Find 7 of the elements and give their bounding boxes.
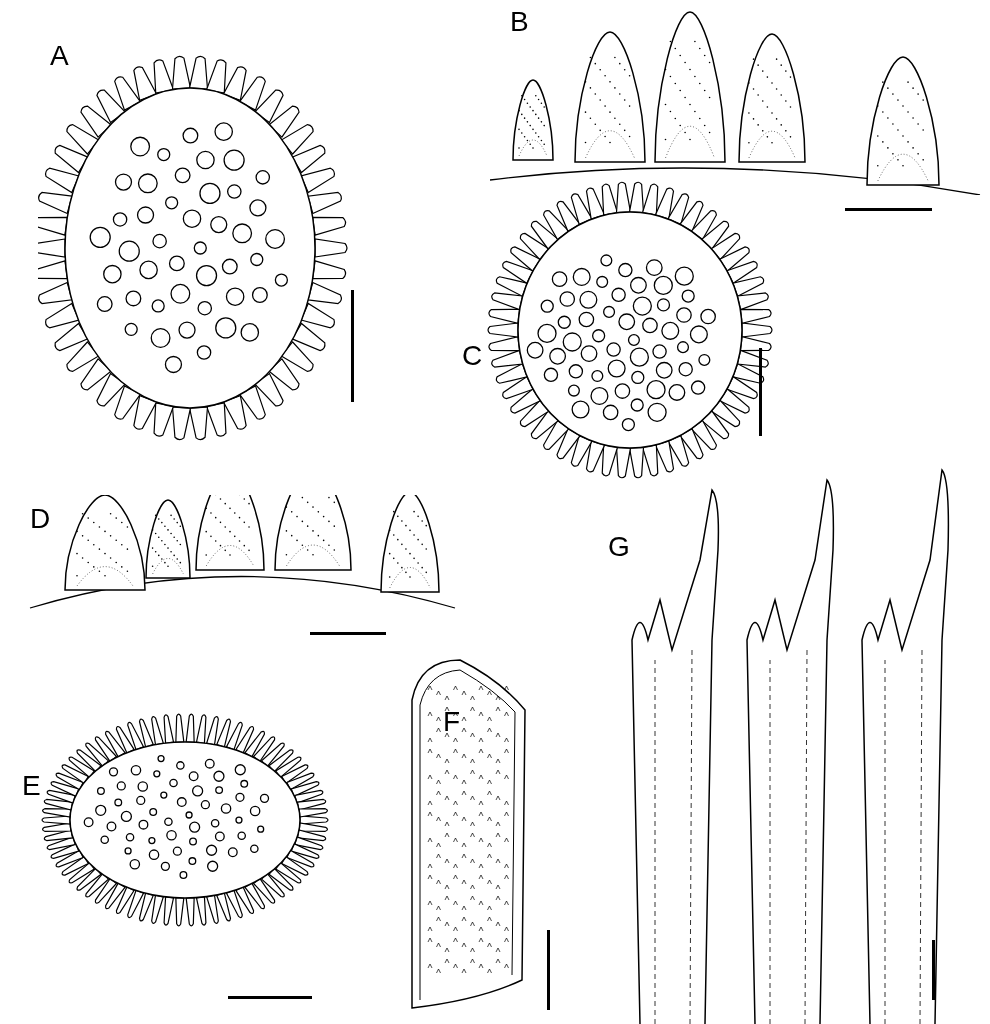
panel-label: D bbox=[30, 505, 51, 533]
panel-label: G bbox=[608, 533, 630, 561]
panel-label: B bbox=[510, 8, 529, 36]
panel-label: F bbox=[443, 708, 461, 736]
panel-label: A bbox=[50, 42, 69, 70]
panel-label: E bbox=[22, 772, 41, 800]
panel-label: C bbox=[462, 342, 483, 370]
